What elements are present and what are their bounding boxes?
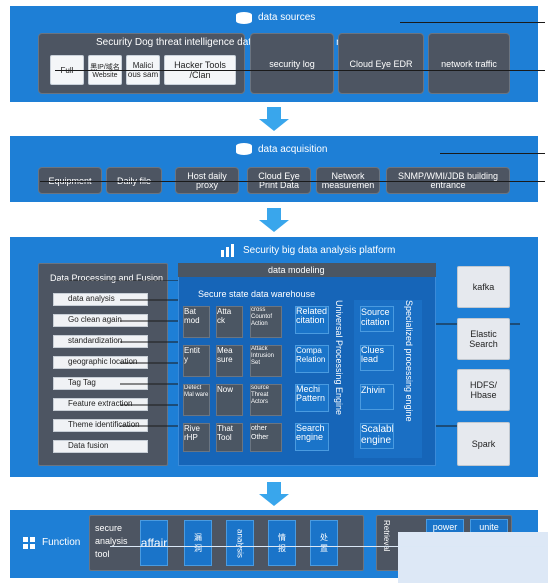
function-title: Function (42, 537, 81, 548)
storage-kafka: kafka (457, 266, 510, 308)
warehouse-tile: Atta ck (216, 306, 243, 338)
processing-title: Data Processing and Fusion (50, 273, 164, 283)
analysis-tool-label: secure analysis tool (95, 523, 128, 559)
engine-tile: Compa Relation (295, 345, 329, 373)
warehouse-tile: Mea sure (216, 345, 243, 377)
storage-hdfs: HDFS/ Hbase (457, 369, 510, 411)
warehouse-tile: That Tool (216, 423, 243, 452)
retrieval-text: Retrieval (382, 520, 391, 552)
storage-elasticsearch: Elastic Search (457, 318, 510, 360)
flow-arrow-stem (267, 208, 281, 220)
engine-tile: Search engine (295, 423, 329, 451)
connector-line (400, 22, 545, 23)
process-standardization: standardization (53, 335, 148, 348)
process-data-fusion: Data fusion (53, 440, 148, 453)
warehouse-title: Secure state data warehouse (198, 289, 316, 299)
connector-line (110, 546, 545, 547)
function-analysis-text: analysis (235, 528, 245, 558)
retrieval-label: Retrieval (382, 520, 396, 566)
specialized-tile: Zhivin (360, 384, 394, 410)
flow-arrow-stem (267, 107, 281, 119)
warehouse-tile: Entit y (183, 345, 210, 377)
platform-title: Security big data analysis platform (243, 245, 396, 256)
function-affair: affair (140, 520, 168, 566)
warehouse-tile: other Other (250, 423, 282, 452)
storage-spark: Spark (457, 422, 510, 466)
warehouse-tile: cross Countof Action (250, 306, 282, 338)
source-security-log: security log (250, 33, 334, 94)
acq-host-proxy: Host daily proxy (175, 167, 239, 194)
universal-engine-text: Universal Processing Engine (334, 300, 344, 416)
function-analysis: analysis (226, 520, 254, 566)
acq-snmp-entrance: SNMP/WMI/JDB building entrance (386, 167, 510, 194)
process-dedupe: Go clean again (53, 314, 148, 327)
threat-intel-banner: Security Dog threat intelligence data ac… (96, 37, 372, 48)
acq-daily-file: Daily file (106, 167, 162, 194)
warehouse-tile: Now (216, 384, 243, 416)
cloud-database-icon (235, 142, 253, 156)
grid-icon (23, 536, 37, 549)
connector-line (55, 70, 545, 71)
connector-line (40, 181, 545, 182)
process-geolocation: geographic location (53, 356, 148, 369)
warehouse-tile: Rive rHP (183, 423, 210, 452)
connector-line (440, 153, 545, 154)
engine-tile: Related citation (295, 306, 329, 334)
specialized-engine-label: Specialized processing engine (404, 300, 418, 460)
source-network-traffic: network traffic (428, 33, 510, 94)
database-icon (235, 11, 253, 25)
warehouse-tile: Attack Intrusion Set (250, 345, 282, 377)
specialized-tile: Clues lead (360, 345, 394, 371)
acq-equipment: Equipment (38, 167, 102, 194)
acq-cloud-eye-data: Cloud Eye Print Data (247, 167, 311, 194)
warehouse-tile: source Threat Actors (250, 384, 282, 416)
specialized-engine-text: Specialized processing engine (404, 300, 414, 422)
warehouse-tile: Bat mod (183, 306, 210, 338)
overlay-block (398, 532, 548, 583)
source-cloud-eye: Cloud Eye EDR (338, 33, 424, 94)
function-intel: 情 报 (268, 520, 296, 566)
acq-network-measurement: Network measuremen (316, 167, 380, 194)
function-vulnerability: 漏 洞 (184, 520, 212, 566)
flow-arrow-head (259, 220, 289, 232)
flow-arrow-head (259, 119, 289, 131)
bar-chart-icon (220, 243, 238, 257)
flow-arrow-stem (267, 482, 281, 494)
function-disposal: 处 置 (310, 520, 338, 566)
modeling-header (178, 263, 436, 277)
specialized-tile: Source citation (360, 306, 394, 332)
data-acquisition-title: data acquisition (258, 144, 328, 155)
warehouse-tile: Detect Mal ware (183, 384, 210, 416)
engine-tile: Mechi Pattern (295, 384, 329, 412)
universal-engine-label: Universal Processing Engine (334, 300, 348, 460)
data-sources-title: data sources (258, 12, 316, 23)
modeling-title: data modeling (268, 265, 325, 275)
flow-arrow-head (259, 494, 289, 506)
